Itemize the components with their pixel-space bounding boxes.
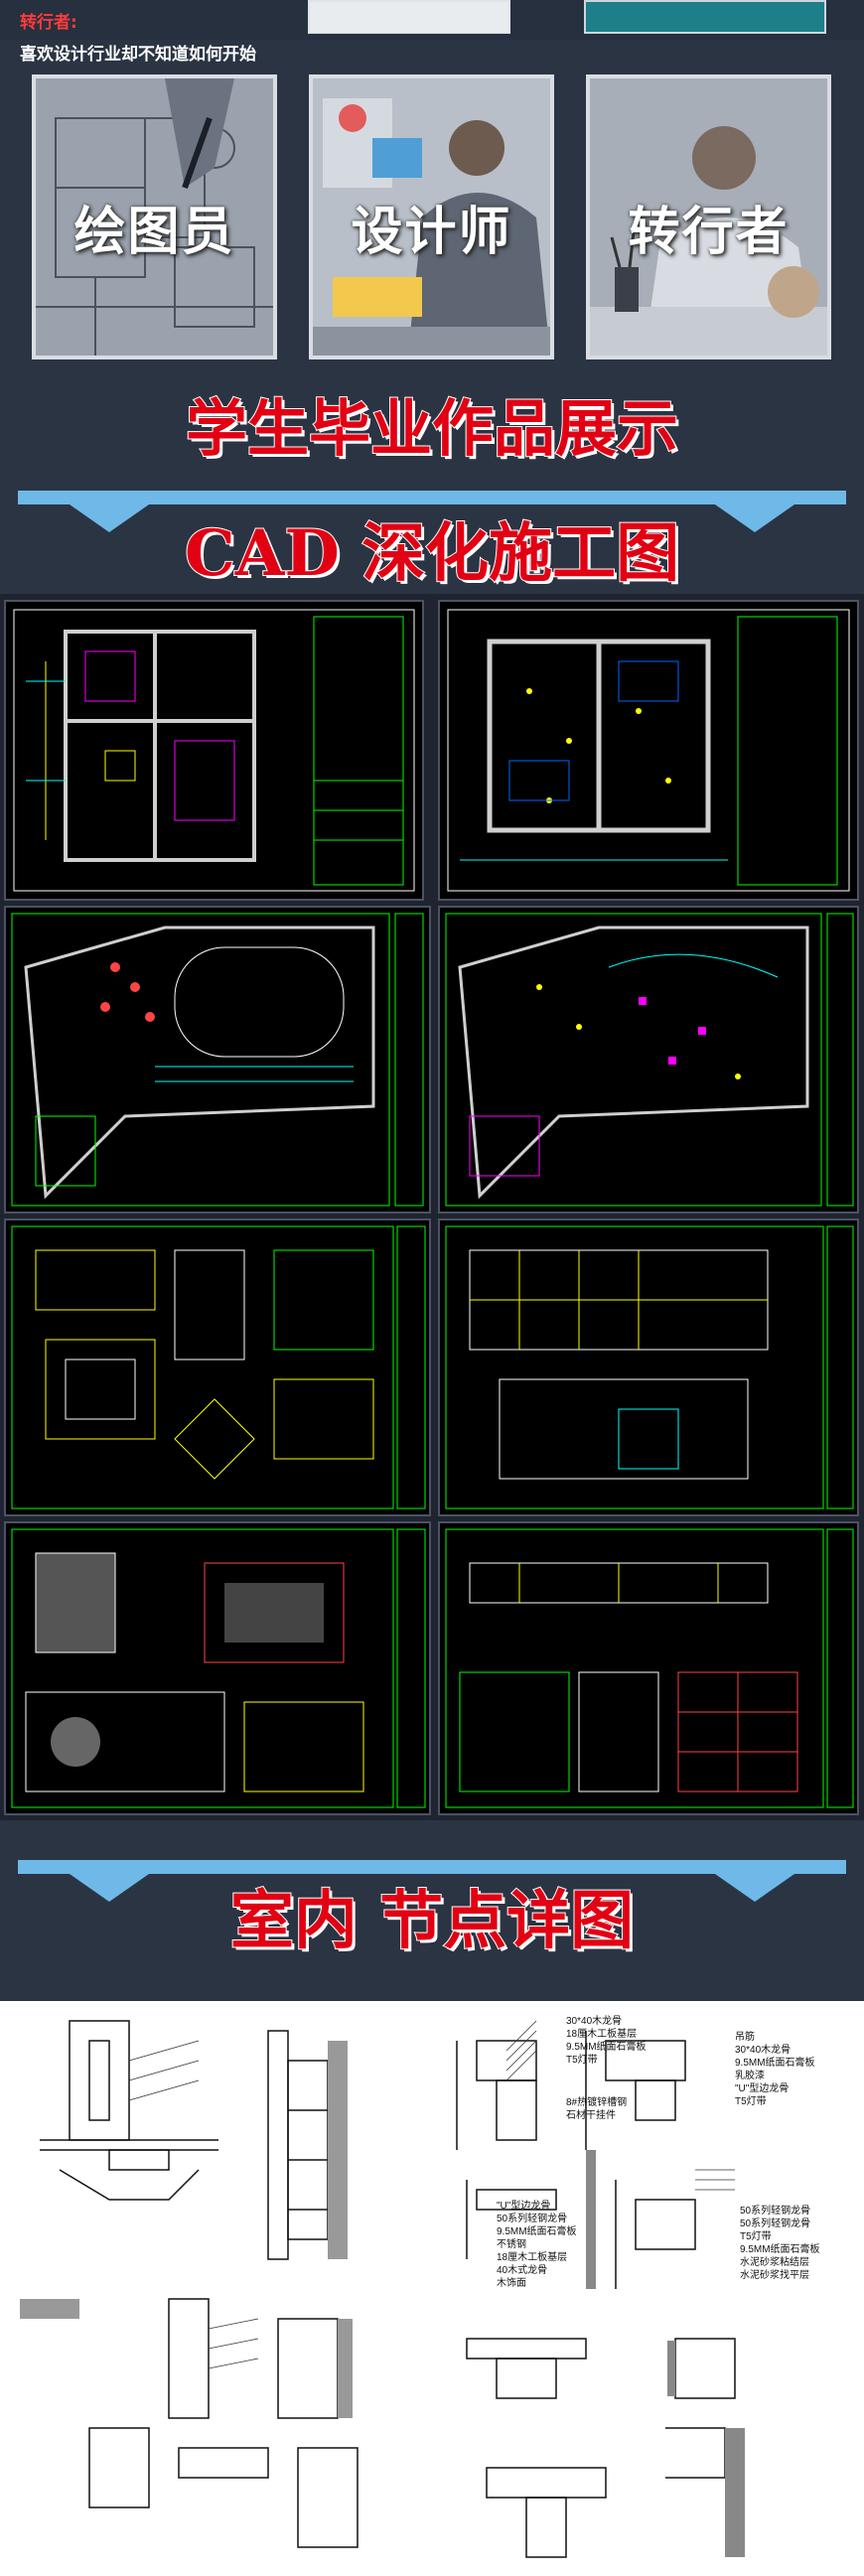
- cad-elevation: [11, 1225, 426, 1509]
- divider-arrow: [715, 504, 794, 532]
- cad-layout-plan: [11, 913, 424, 1207]
- detail-note: T5灯带: [735, 2096, 767, 2107]
- detail-note: 30*40木龙骨: [735, 2045, 792, 2056]
- cad-sheet: [438, 1521, 859, 1815]
- cad-ceiling-plan: [447, 609, 850, 892]
- card-designer: 设计师: [309, 74, 554, 359]
- detail-note: 8#热镀锌槽钢: [566, 2097, 628, 2108]
- detail-notes-group: "U"型边龙骨 50系列轻钢龙骨 9.5MM纸面石膏板 不锈钢 18厘木工板基层…: [497, 2200, 577, 2290]
- cad-electrical-plan: [445, 913, 854, 1207]
- cad-sheet: [438, 600, 859, 901]
- detail-note: T5灯带: [740, 2231, 772, 2242]
- card-label: 绘图员: [73, 203, 235, 262]
- node-detail-drawings-left: [20, 2020, 359, 2548]
- detail-note: 50系列轻钢龙骨: [740, 2206, 811, 2217]
- detail-note: 吊筋: [735, 2032, 755, 2043]
- detail-notes-group: 吊筋 30*40木龙骨 9.5MM纸面石膏板 乳胶漆 "U"型边龙骨 T5灯带: [735, 2031, 815, 2108]
- detail-note: 18厘木工板基层: [566, 2029, 638, 2040]
- career-changer-photo: [590, 78, 827, 356]
- detail-note: 水泥砂浆找平层: [740, 2270, 809, 2281]
- cad-sheet: [438, 1218, 859, 1516]
- detail-note: 9.5MM纸面石膏板: [497, 2226, 577, 2237]
- role-description: 喜欢设计行业却不知道如何开始: [20, 45, 256, 65]
- cad-sheet: [4, 1218, 431, 1516]
- cad-sheet: [4, 906, 431, 1214]
- designer-photo: [313, 78, 550, 356]
- cad-elevation: [445, 1528, 854, 1808]
- node-detail-drawings-right: [456, 2020, 745, 2558]
- detail-note: 50系列轻钢龙骨: [740, 2218, 811, 2229]
- cad-floorplan: [13, 609, 415, 892]
- detail-note: 水泥砂浆粘结层: [740, 2257, 809, 2268]
- detail-note: 18厘木工板基层: [497, 2252, 568, 2263]
- detail-note: 9.5MM纸面石膏板: [740, 2244, 820, 2255]
- card-career-changer: 转行者: [586, 74, 831, 359]
- section-title-student-works: 学生毕业作品展示: [185, 391, 679, 466]
- divider-arrow: [70, 504, 149, 532]
- top-thumbnail: [584, 0, 826, 34]
- card-label: 转行者: [628, 203, 790, 262]
- detail-note: 50系列轻钢龙骨: [497, 2214, 568, 2224]
- divider-band: [18, 1860, 846, 1874]
- cad-sheet: [4, 600, 424, 901]
- cad-elevation: [445, 1225, 854, 1509]
- divider-band: [18, 491, 846, 504]
- card-label: 设计师: [351, 203, 512, 262]
- detail-note: "U"型边龙骨: [735, 2083, 790, 2094]
- cad-elevation: [11, 1528, 426, 1808]
- detail-notes-group: 50系列轻钢龙骨 50系列轻钢龙骨 T5灯带 9.5MM纸面石膏板 水泥砂浆粘结…: [740, 2205, 820, 2282]
- detail-note: 不锈钢: [497, 2239, 526, 2250]
- card-drafter: 绘图员: [32, 74, 277, 359]
- detail-note: 40木式龙骨: [497, 2265, 548, 2276]
- detail-note: 9.5MM纸面石膏板: [735, 2058, 815, 2069]
- detail-notes-group: 30*40木龙骨 18厘木工板基层 9.5MM纸面石膏板 T5灯带 8#热镀锌槽…: [566, 2015, 647, 2122]
- detail-note: "U"型边龙骨: [497, 2201, 551, 2212]
- detail-note: 乳胶漆: [735, 2071, 765, 2081]
- detail-note: 木饰面: [497, 2278, 526, 2289]
- divider-arrow: [70, 1874, 149, 1902]
- detail-note: 9.5MM纸面石膏板: [566, 2042, 647, 2053]
- detail-note: 石材干挂件: [566, 2110, 616, 2121]
- top-thumbnail: [308, 0, 510, 34]
- divider-arrow: [715, 1874, 794, 1902]
- section-title-node-details: 室内 节点详图: [229, 1884, 635, 1959]
- blueprint-photo: [36, 78, 273, 356]
- cad-sheet: [4, 1521, 431, 1815]
- cad-sheet: [438, 906, 859, 1214]
- detail-note: T5灯带: [566, 2055, 598, 2066]
- role-title: 转行者:: [20, 13, 77, 33]
- detail-note: 30*40木龙骨: [566, 2016, 623, 2027]
- section-title-cad: CAD 深化施工图: [184, 515, 680, 592]
- node-detail-gallery: 30*40木龙骨 18厘木工板基层 9.5MM纸面石膏板 T5灯带 8#热镀锌槽…: [0, 2001, 864, 2576]
